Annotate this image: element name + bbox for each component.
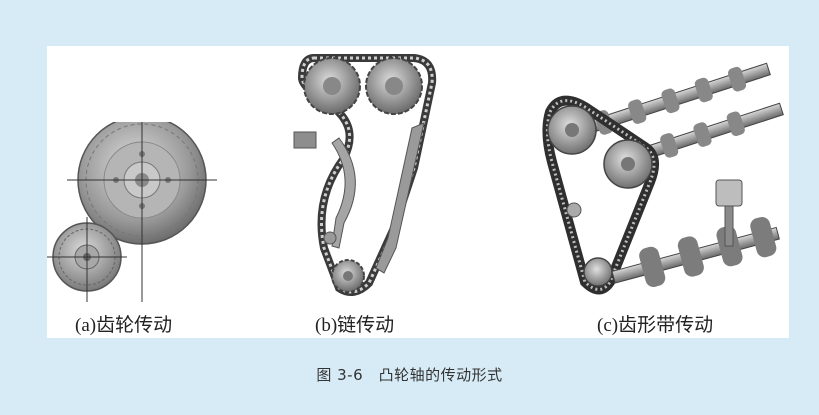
toothed-belt-drive-illustration bbox=[542, 62, 784, 295]
figure-label-a: (a)齿轮传动 bbox=[75, 315, 173, 336]
gear-drive-illustration bbox=[47, 122, 217, 302]
figure-label-b: (b)链传动 bbox=[315, 315, 395, 336]
figure-label-c: (c)齿形带传动 bbox=[597, 315, 714, 336]
chain-drive-illustration bbox=[293, 54, 437, 296]
figure-panel: (a)齿轮传动 (b)链传动 (c)齿形带传动 bbox=[47, 46, 789, 338]
figure-caption: 图 3-6 凸轮轴的传动形式 bbox=[316, 366, 503, 384]
